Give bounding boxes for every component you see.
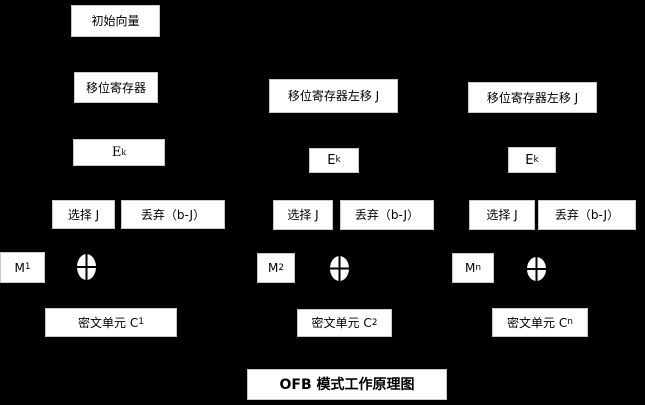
xor-icon-2 — [330, 256, 349, 281]
cipher-label-base: E — [525, 152, 534, 168]
initial-vector-box: 初始向量 — [71, 5, 160, 37]
shift-register-box-3: 移位寄存器左移 J — [468, 82, 597, 113]
cipher-label-sub: k — [533, 154, 539, 165]
plaintext-label-base: M — [267, 261, 279, 275]
ciphertext-label-base: 密文单元 C — [311, 316, 372, 330]
discard-cell-2: 丢弃（b-J） — [340, 200, 434, 230]
diagram-title: OFB 模式工作原理图 — [247, 369, 447, 400]
ciphertext-label-sub: n — [567, 317, 573, 327]
shift-register-box-1: 移位寄存器 — [74, 72, 158, 103]
xor-icon-1 — [77, 254, 96, 280]
cipher-label-sub: k — [121, 147, 127, 157]
ciphertext-label-base: 密文单元 C — [507, 315, 568, 330]
select-j-cell-3: 选择 J — [469, 200, 535, 230]
plaintext-label-base: M — [464, 261, 476, 275]
discard-cell-3: 丢弃（b-J） — [538, 200, 636, 230]
select-j-cell-2: 选择 J — [273, 200, 333, 230]
plaintext-label-sub: n — [475, 262, 482, 273]
plaintext-label-sub: 1 — [24, 262, 31, 272]
cipher-label-base: E — [111, 145, 122, 160]
shift-register-box-2: 移位寄存器左移 J — [269, 79, 398, 113]
cipher-label-base: E — [327, 153, 336, 168]
plaintext-label-sub: 2 — [278, 262, 285, 273]
discard-cell-1: 丢弃（b-J） — [121, 200, 225, 229]
select-j-cell-1: 选择 J — [52, 200, 115, 229]
cipher-label-sub: k — [335, 155, 341, 165]
xor-icon-3 — [527, 257, 546, 281]
ciphertext-label-base: 密文单元 C — [78, 315, 139, 330]
ciphertext-label-sub: 1 — [138, 317, 144, 327]
ciphertext-label-sub: 2 — [371, 317, 378, 328]
plaintext-label-base: M — [14, 260, 25, 275]
